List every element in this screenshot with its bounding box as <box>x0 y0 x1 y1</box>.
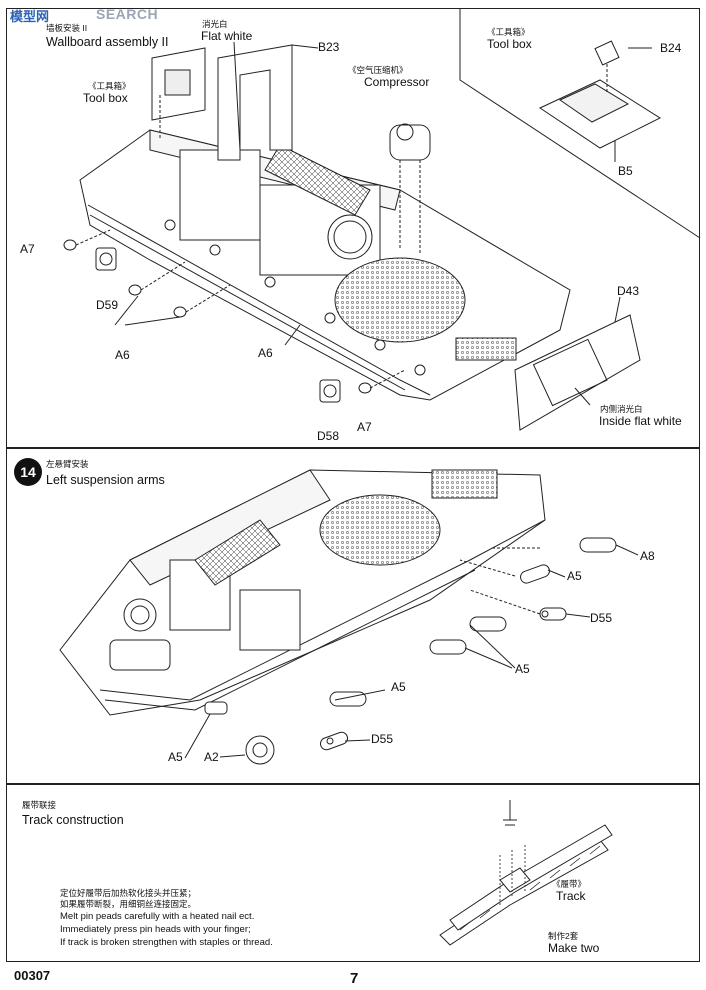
part-a8-label: A8 <box>640 549 655 563</box>
track-label: Track <box>556 889 586 903</box>
page-number: 7 <box>350 970 359 987</box>
compressor-label: Compressor <box>364 75 430 89</box>
note-en-1: Melt pin peads carefully with a heated n… <box>60 910 255 922</box>
inset-divider <box>459 8 701 239</box>
compressor-cn: 《空气压缩机》 <box>348 65 408 75</box>
note-cn-2: 如果履带断裂，用细铜丝连接固定。 <box>60 899 197 910</box>
part-d58-label: D58 <box>317 429 340 443</box>
part-d59-label: D59 <box>96 298 119 312</box>
part-a5-label-d: A5 <box>168 750 183 764</box>
part-d55-label-a: D55 <box>590 611 613 625</box>
note-cn-1: 定位好履带后加热软化接头并压紧； <box>60 888 197 898</box>
track-title-cn: 履带联接 <box>22 800 57 810</box>
watermark-logo-en: SEARCH <box>96 6 159 22</box>
part-b5-label: B5 <box>618 164 633 178</box>
inset-tool-box-cn: 《工具箱》 <box>487 27 530 37</box>
part-d55-label-b: D55 <box>371 732 394 746</box>
step13-title-en: Wallboard assembly II <box>46 35 169 49</box>
part-a7-bottom-label: A7 <box>357 420 372 434</box>
note-en-3: If track is broken strengthen with stapl… <box>60 936 273 948</box>
part-a7-left-label: A7 <box>20 242 35 256</box>
step13-title-cn: 墙板安装 II <box>46 23 88 33</box>
step14-number: 14 <box>14 458 42 486</box>
step13-frame <box>6 8 700 448</box>
inside-flat-white-label: Inside flat white <box>599 414 682 428</box>
flat-white-label: Flat white <box>201 29 253 43</box>
make-two-label: Make two <box>548 941 600 955</box>
inset-tool-box-label: Tool box <box>487 37 532 51</box>
step14-title-cn: 左悬臂安装 <box>46 459 89 469</box>
product-code: 00307 <box>14 968 51 983</box>
step14-title-en: Left suspension arms <box>46 473 165 487</box>
track-notes: 定位好履带后加热软化接头并压紧； 如果履带断裂，用细铜丝连接固定。 Melt p… <box>60 888 273 949</box>
tool-box-cn: 《工具箱》 <box>88 81 131 91</box>
part-b24-label: B24 <box>660 41 682 55</box>
track-frame <box>6 784 700 962</box>
part-a6-label-b: A6 <box>258 346 273 360</box>
tool-box-label: Tool box <box>83 91 128 105</box>
track-cn: 《履带》 <box>552 879 587 889</box>
part-d43-label: D43 <box>617 284 640 298</box>
make-two-cn: 制作2套 <box>548 931 579 941</box>
part-a5-label-b: A5 <box>515 662 530 676</box>
part-a6-label-a: A6 <box>115 348 130 362</box>
inside-flat-white-cn: 内侧消光白 <box>600 404 643 414</box>
part-b23-label: B23 <box>318 40 340 54</box>
part-a2-label: A2 <box>204 750 219 764</box>
step14-frame <box>6 448 700 784</box>
part-a5-label-c: A5 <box>391 680 406 694</box>
note-en-2: Immediately press pin heads with your fi… <box>60 923 251 935</box>
track-title-en: Track construction <box>22 813 124 827</box>
part-a5-label-a: A5 <box>567 569 582 583</box>
flat-white-cn: 消光白 <box>202 19 228 29</box>
watermark-logo-cn: 模型网 <box>10 9 50 24</box>
